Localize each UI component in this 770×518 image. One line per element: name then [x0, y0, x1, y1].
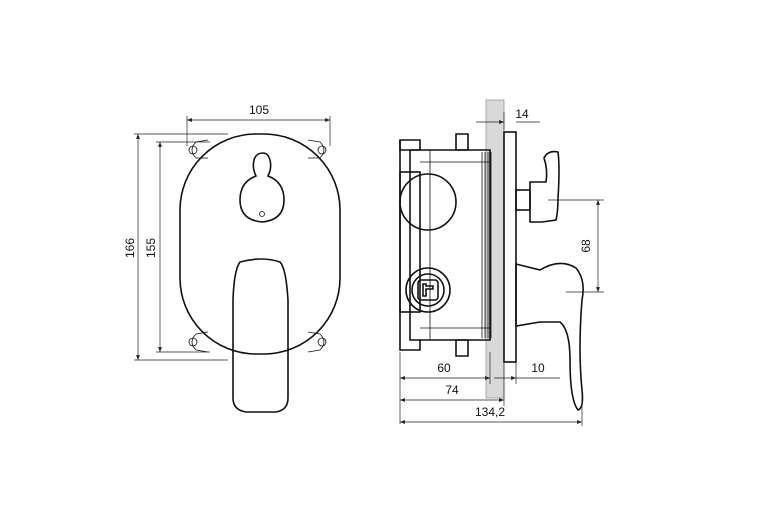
dimension-box-depth: 60: [399, 352, 491, 424]
cover-plate-side: [503, 131, 517, 363]
box-depth-label: 60: [437, 361, 451, 375]
height-inner-label: 155: [144, 238, 158, 258]
wall-section: [485, 99, 505, 399]
diverter-cartridge: [399, 173, 457, 231]
width-label: 105: [249, 103, 269, 117]
dimension-plate-to-handle: 10: [494, 361, 560, 384]
cover-plate: [179, 133, 341, 355]
box-total-label: 74: [445, 383, 459, 397]
front-view: 105 166 155: [123, 103, 341, 413]
dimension-height-outer: 166: [123, 133, 228, 361]
diverter-knob: [239, 152, 285, 223]
dimension-width: 105: [186, 103, 331, 146]
mounting-ears: [188, 139, 327, 353]
mixer-cartridge: [405, 267, 451, 313]
mixer-lever-side: [515, 262, 584, 411]
wall-offset-label: 14: [515, 107, 529, 121]
handle-spacing-label: 68: [579, 239, 593, 253]
side-view: 14 68 60 10 74: [399, 99, 604, 426]
dimension-height-inner: 155: [144, 141, 210, 353]
thread-lines: [481, 152, 492, 338]
plate-to-handle-label: 10: [531, 361, 545, 375]
dimension-box-total: 74: [400, 362, 505, 406]
dimension-wall-offset: 14: [476, 107, 540, 130]
mixer-lever: [232, 258, 289, 413]
height-outer-label: 166: [123, 238, 137, 258]
dimension-overall-depth: 134,2: [400, 396, 583, 426]
diverter-knob-side: [515, 150, 560, 223]
overall-depth-label: 134,2: [475, 405, 505, 419]
dimension-handle-spacing: 68: [548, 199, 604, 293]
concealed-box: [399, 133, 492, 357]
